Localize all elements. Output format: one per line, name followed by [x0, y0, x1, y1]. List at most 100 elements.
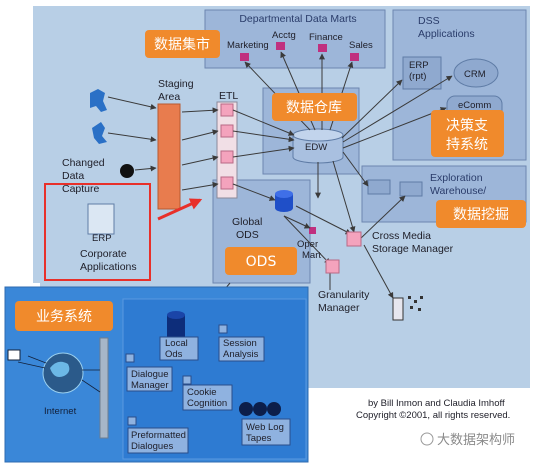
changed-data-label-3: Capture: [62, 183, 100, 195]
exploration-db-1: [367, 179, 391, 195]
staging-area-bar: [157, 103, 181, 210]
global-ods-label-1: Global: [232, 216, 262, 228]
dialogue-manager-box: [126, 366, 173, 392]
staging-label-2: Area: [158, 91, 180, 103]
finance-label: Finance: [309, 32, 343, 43]
preformatted-label-2: Dialogues: [131, 441, 173, 452]
dialogue-mgr-label-2: Manager: [131, 380, 169, 391]
changed-data-label-2: Data: [62, 170, 84, 182]
callout-data-mart-text: 数据集市: [154, 36, 210, 53]
dss-title-2: Applications: [418, 28, 475, 40]
session-label-1: Session: [223, 338, 257, 349]
cookie-cognition-box: [182, 384, 233, 411]
callout-dss-text-1: 决策支: [446, 117, 488, 134]
tape-stack-icon: [392, 297, 404, 321]
marketing-mart-node: [240, 53, 249, 61]
acctg-mart-node: [276, 42, 285, 50]
storage-dots-icon: [408, 296, 411, 299]
local-ods-label-1: Local: [165, 338, 188, 349]
callout-dss: [431, 110, 504, 157]
etl-node-2: [220, 124, 234, 138]
global-ods-db-icon: [275, 194, 293, 212]
internet-label: Internet: [44, 406, 77, 417]
granularity-label-2: Manager: [318, 302, 360, 314]
data-marts-title: Departmental Data Marts: [239, 13, 356, 25]
callout-dss-text-2: 持系统: [446, 137, 488, 153]
callout-data-warehouse-text: 数据仓库: [286, 100, 342, 116]
tape-reel-icon-1: [239, 402, 253, 416]
credit-line-1: by Bill Inmon and Claudia Imhoff: [368, 398, 505, 409]
weblog-tapes-box: [241, 418, 291, 446]
erp-source-icon: [87, 203, 115, 235]
ecomm-label: eComm: [458, 100, 491, 111]
callout-data-warehouse: [272, 93, 357, 121]
finance-mart-node: [318, 44, 327, 52]
local-ods-label-2: Ods: [165, 349, 183, 360]
preformatted-dialogues-box: [127, 427, 189, 454]
tape-reel-icon-3: [267, 402, 281, 416]
cross-media-label-1: Cross Media: [372, 230, 431, 242]
callout-business-system: [15, 301, 113, 331]
acctg-label: Acctg: [272, 30, 296, 41]
erp-rpt-box: [402, 56, 442, 90]
cookie-label-2: Cognition: [187, 398, 227, 409]
corporate-label-1: Corporate: [80, 248, 127, 260]
edw-cylinder-top: [292, 128, 344, 142]
internet-connectors: [17, 355, 101, 393]
marketing-label: Marketing: [227, 40, 269, 51]
exploration-db-2: [399, 181, 423, 197]
global-ods-db-top: [275, 190, 293, 198]
etl-label: ETL: [219, 90, 238, 102]
local-ods-box: [159, 336, 199, 361]
cross-media-label-2: Storage Manager: [372, 243, 454, 255]
granularity-label-1: Granularity: [318, 289, 370, 301]
granularity-node: [325, 259, 340, 274]
dialogue-mgr-label-1: Dialogue: [131, 369, 169, 380]
wechat-logo-icon: [420, 432, 434, 446]
weblog-label-2: Tapes: [246, 433, 272, 444]
cookie-label-1: Cookie: [187, 387, 217, 398]
weblog-label-1: Web Log: [246, 422, 284, 433]
corporate-apps-highlight: [44, 183, 151, 281]
oper-mart-label-1: Oper: [297, 239, 318, 250]
etl-node-1: [220, 103, 234, 117]
changed-data-label-1: Changed: [62, 157, 105, 169]
global-ods-label-2: ODS: [236, 229, 259, 241]
oper-mart-label-2: Mart: [302, 250, 321, 261]
etl-node-3: [220, 150, 234, 164]
callout-data-mining: [436, 200, 526, 228]
callout-data-mining-text: 数据挖掘: [453, 207, 509, 223]
preformatted-label-1: Preformatted: [131, 430, 186, 441]
erp-label: ERP: [92, 233, 112, 244]
tape-reel-icon-2: [253, 402, 267, 416]
oper-mart-node: [309, 227, 316, 234]
dss-title-1: DSS: [418, 15, 440, 27]
highlight-arrow: [157, 198, 203, 221]
crm-blob: [453, 58, 499, 88]
callout-ods: [225, 247, 297, 275]
staging-label-1: Staging: [158, 78, 194, 90]
source-icon-1: [90, 89, 107, 112]
client-pc-icon: [7, 349, 21, 361]
crm-label: CRM: [464, 69, 486, 80]
local-ods-db-icon: [167, 315, 185, 341]
etl-node-4: [220, 176, 234, 190]
corporate-label-2: Applications: [80, 261, 137, 273]
source-icon-2: [92, 122, 107, 144]
cdc-icon: [120, 164, 134, 178]
credit-line-2: Copyright ©2001, all rights reserved.: [356, 410, 510, 421]
callout-business-system-text: 业务系统: [36, 309, 92, 325]
connectors: [107, 51, 453, 303]
sales-mart-node: [350, 53, 359, 61]
cross-media-node: [346, 231, 362, 247]
exploration-label-2: Warehouse/: [430, 185, 486, 197]
erp-rpt-label-2: (rpt): [409, 71, 426, 82]
sales-label: Sales: [349, 40, 373, 51]
session-label-2: Analysis: [223, 349, 259, 360]
edw-label: EDW: [305, 142, 327, 153]
firewall-bar: [99, 337, 109, 439]
callout-ods-text: ODS: [246, 254, 277, 270]
watermark-text: 大数据架构师: [437, 433, 515, 448]
exploration-label-1: Exploration: [430, 172, 483, 184]
